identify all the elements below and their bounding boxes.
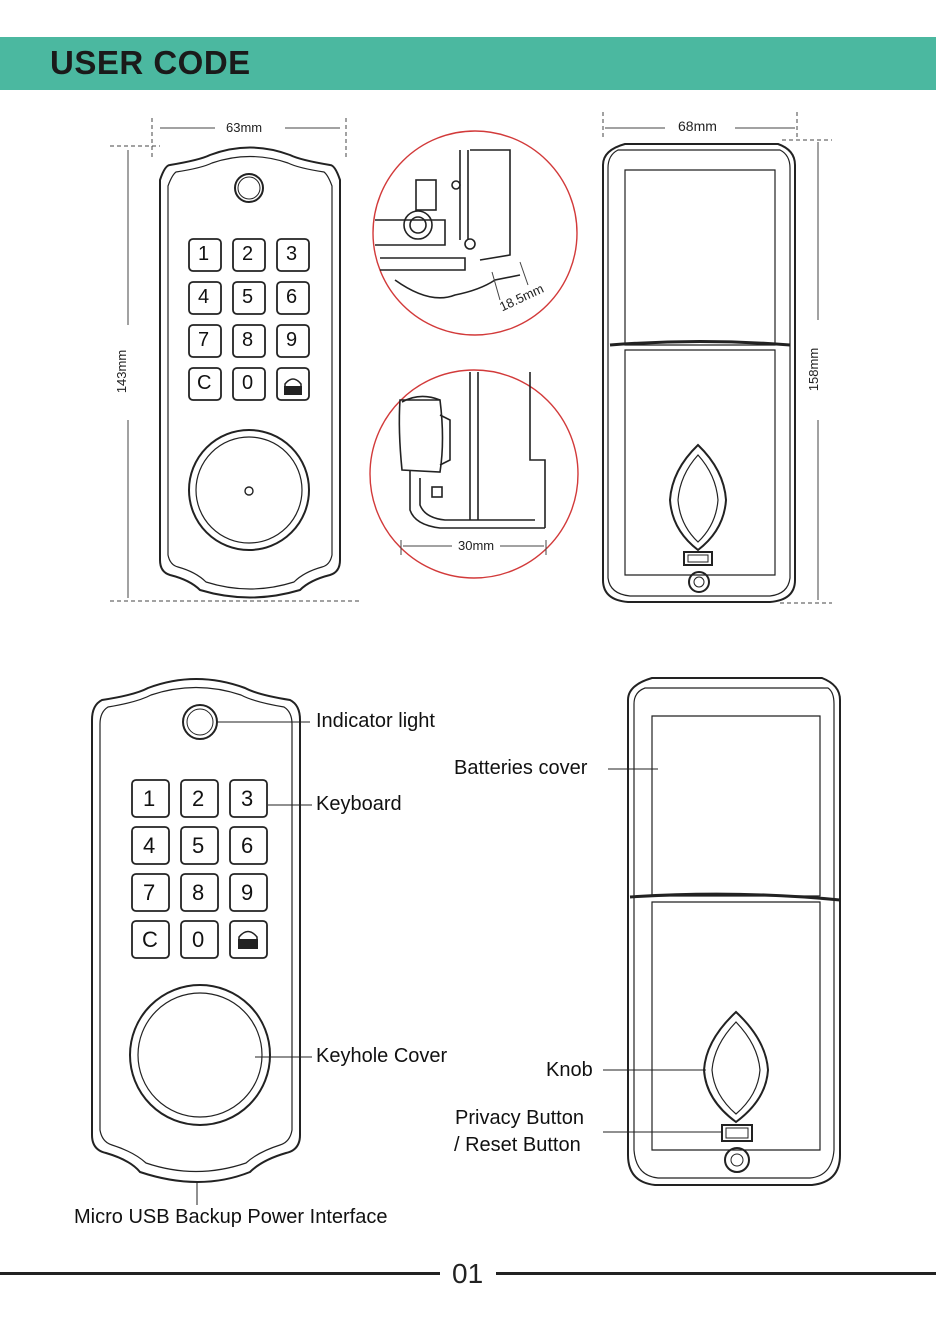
label-knob: Knob — [546, 1059, 593, 1082]
key-label: 8 — [192, 880, 204, 906]
leader-lines — [197, 722, 722, 1205]
key-label: 9 — [241, 880, 253, 906]
key-label: 4 — [198, 286, 209, 309]
page-number: 01 — [452, 1258, 483, 1290]
key-label: 3 — [286, 243, 297, 266]
key-label: 1 — [198, 243, 209, 266]
key-label: C — [142, 927, 158, 953]
key-label: 9 — [286, 329, 297, 352]
dimension-thickness-side: 30mm — [458, 538, 494, 553]
key-label: 7 — [198, 329, 209, 352]
key-label: 0 — [242, 372, 253, 395]
back-lock-diagram-top — [603, 144, 795, 602]
side-view-circle-top — [373, 131, 577, 335]
dimension-back-height: 158mm — [806, 348, 821, 391]
footer-rule-left — [0, 1272, 440, 1275]
label-privacy-button: Privacy Button — [455, 1107, 584, 1130]
key-label: C — [197, 372, 211, 395]
key-label: 2 — [192, 786, 204, 812]
label-batteries-cover: Batteries cover — [454, 757, 587, 780]
key-label: 8 — [242, 329, 253, 352]
label-micro-usb: Micro USB Backup Power Interface — [74, 1206, 387, 1229]
label-keyhole-cover: Keyhole Cover — [316, 1045, 447, 1068]
key-label: 0 — [192, 927, 204, 953]
key-label: 4 — [143, 833, 155, 859]
key-label: 5 — [192, 833, 204, 859]
key-label: 1 — [143, 786, 155, 812]
label-reset-button: / Reset Button — [454, 1134, 581, 1157]
label-keyboard: Keyboard — [316, 793, 402, 816]
label-indicator-light: Indicator light — [316, 710, 435, 733]
dimension-front-height: 143mm — [114, 350, 129, 393]
lock-icon — [238, 932, 258, 950]
key-label: 2 — [242, 243, 253, 266]
footer-rule-right — [496, 1272, 936, 1275]
key-label: 5 — [242, 286, 253, 309]
key-label: 7 — [143, 880, 155, 906]
key-label: 3 — [241, 786, 253, 812]
dimension-front-width: 63mm — [226, 120, 262, 135]
key-label: 6 — [286, 286, 297, 309]
key-label: 6 — [241, 833, 253, 859]
lock-icon — [284, 379, 302, 395]
dimension-back-width: 68mm — [678, 118, 717, 134]
back-lock-diagram-bottom — [628, 678, 840, 1185]
